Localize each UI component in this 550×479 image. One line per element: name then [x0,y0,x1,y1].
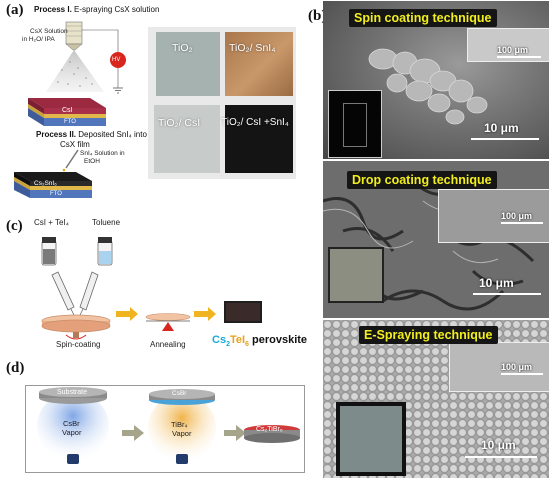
drop-coating-title: Drop coating technique [347,171,497,189]
cs2tibr6-product-label: Cs₂TiBr₆ [256,426,283,433]
spin-coating-drawing [41,237,262,340]
photo-label-tio2-csi: TiO₂/ CsI [158,117,201,129]
csbr-layer-label: CsBr [172,390,187,397]
csi-layer-label: CsI [62,107,73,114]
espray-inset-scale-text: 100 μm [501,362,533,372]
panel-a-schematic: Process I. E-spraying CsX solution CsX S… [0,0,159,205]
fto-label-bottom: FTO [50,191,62,197]
drop-scale-text: 10 μm [479,276,514,290]
tibr4-vapor-label-1: TiBr₄ [171,420,188,429]
reagent-csi-tei4-label: CsI + TeI₄ [34,218,69,227]
product-perovskite: perovskite [248,334,308,346]
espray-substrate-photo [336,402,406,476]
drop-scale-bar [473,293,541,295]
product-sub-2: 2 [226,341,230,349]
process-1-heading: Process I. E-spraying CsX solution [34,5,160,14]
sem-spin-coating: Spin coating technique 100 μm 10 μm [323,1,549,159]
e-spraying-title: E-Spraying technique [359,326,498,344]
process-2-heading: Process II. Deposited SnI₄ into [36,130,147,139]
spin-substrate-photo [328,90,382,158]
spin-inset-scale-bar [497,56,541,58]
hv-label: HV [112,57,121,63]
sni4-solution-label: SnI₄ Solution in [80,150,125,157]
photo-tio2: TiO₂ [156,32,220,96]
spin-scale-text: 10 μm [484,121,519,135]
drop-substrate-photo [328,247,384,303]
photo-tio2-sni4: TiO₂/ SnI₄ [225,32,293,96]
panel-label-b: (b) [308,8,327,24]
csbr-vapor-label-2: Vapor [62,428,82,437]
panel-c-spin-coating-process: CsI + TeI₄ Toluene Spin-coating Annealin… [0,215,310,355]
film-photo-grid: TiO₂ TiO₂/ SnI₄ TiO₂/ CsI TiO₂/ CsI +SnI… [148,27,296,179]
spin-scale-bar [471,138,539,140]
espray-inset-scale-bar [501,373,543,375]
photo-label-tio2-csi-sni4: TiO₂/ CsI +SnI₄ [221,117,289,128]
product-sub-6: 6 [245,341,249,349]
spin-coating-particles [368,48,488,125]
csbr-vapor-label-1: CsBr [63,419,80,428]
reagent-toluene-label: Toluene [92,218,121,227]
photo-label-tio2-sni4: TiO₂/ SnI₄ [229,42,276,54]
step-spin-coating-label: Spin-coating [56,340,101,349]
spin-coating-title: Spin coating technique [349,9,497,27]
espray-scale-text: 10 μm [481,438,516,452]
spin-inset-scale-text: 100 μm [497,45,529,55]
csx-solution-label: CsX Solution [30,28,68,35]
espray-schematic-drawing [14,21,126,198]
etoh-label: EtOH [84,158,100,165]
sem-drop-coating: Drop coating technique 100 μm 10 μm [323,161,549,318]
panel-label-d: (d) [6,360,25,376]
tibr4-vapor-label-2: Vapor [172,429,192,438]
drop-inset-scale-text: 100 μm [501,211,533,221]
substrate-label: Substrate [57,389,87,396]
photo-label-tio2: TiO₂ [172,42,193,54]
product-tei: TeI [229,334,246,346]
panel-label-a: (a) [6,2,24,18]
process-2-heading-line2: CsX film [60,140,90,149]
drop-inset-scale-bar [501,222,543,224]
cs2sni6-layer-label: Cs₂SnI₆ [34,180,57,187]
espray-scale-bar [465,456,537,458]
espray-inset [449,342,549,392]
panel-d-vapor-process: Substrate CsBr Vapor CsBr TiBr₄ Vapor Cs… [25,385,305,473]
panel-label-c: (c) [6,218,23,234]
csx-solvent-label: in H₂O/ IPA [22,36,55,43]
fto-label-top: FTO [64,119,76,125]
vapor-deposition-drawing [37,387,300,464]
sem-e-spraying: E-Spraying technique 100 μm 10 μm [323,320,549,478]
photo-tio2-csi-sni4: TiO₂/ CsI +SnI₄ [221,105,293,173]
photo-tio2-csi: TiO₂/ CsI [154,105,220,173]
drop-inset [438,189,549,243]
step-annealing-label: Annealing [150,340,186,349]
product-cs2tei6-label: Cs2TeI6 perovskite [212,334,307,348]
product-cs: Cs [212,334,227,346]
